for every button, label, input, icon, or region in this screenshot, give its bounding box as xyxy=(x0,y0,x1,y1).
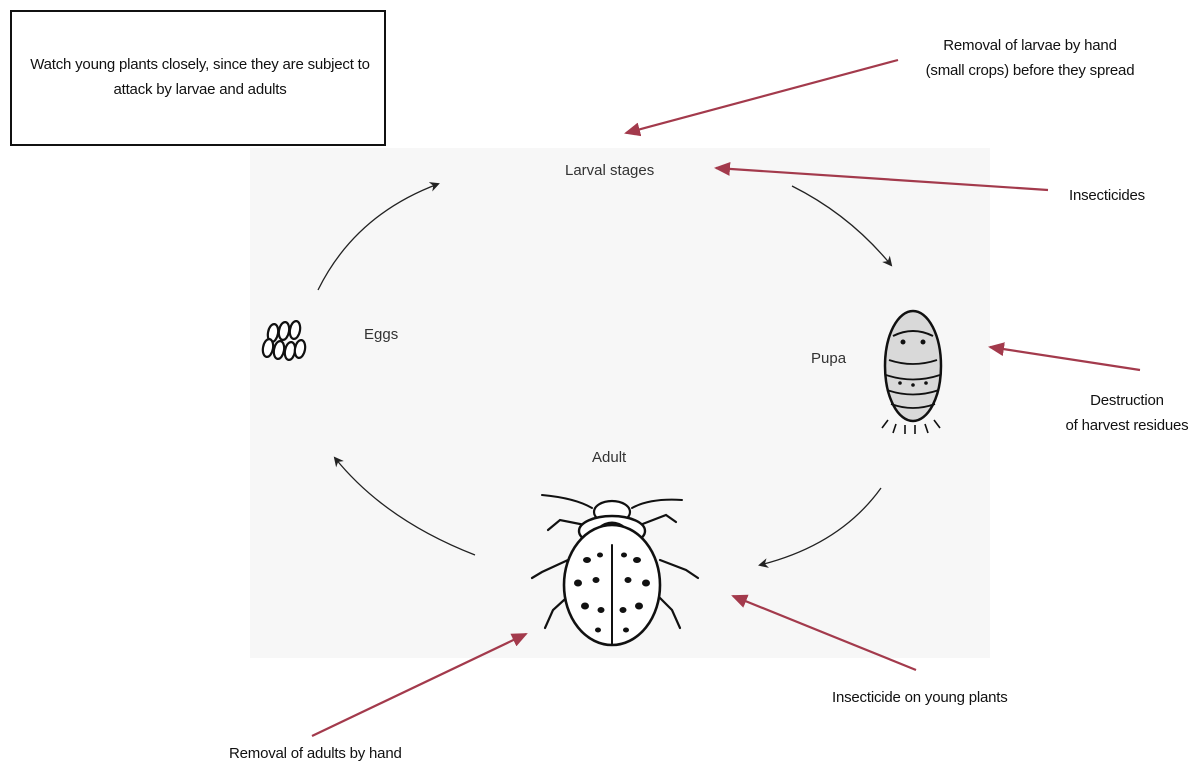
control-arrow-destruction xyxy=(990,347,1140,370)
control-arrow-larvae-by-hand xyxy=(626,60,898,133)
control-arrow-insecticides xyxy=(716,168,1048,190)
pupa-icon xyxy=(882,311,941,434)
cycle-arrow-pupa-to-adult xyxy=(760,488,881,565)
instruction-box: Watch young plants closely, since they a… xyxy=(10,10,386,146)
instruction-text: Watch young plants closely, since they a… xyxy=(30,52,370,102)
eggs-label: Eggs xyxy=(364,325,398,345)
destruction-label: Destruction of harvest residues xyxy=(1062,388,1192,438)
destruction-line-2: of harvest residues xyxy=(1062,413,1192,438)
larval-stages-label: Larval stages xyxy=(565,161,654,181)
adult-label: Adult xyxy=(592,448,626,468)
control-arrow-adults-by-hand xyxy=(312,634,526,736)
ladybird-beetle-icon xyxy=(532,495,698,645)
cycle-arrow-eggs-to-larvae xyxy=(318,184,438,290)
insecticides-label: Insecticides xyxy=(1069,183,1145,208)
destruction-line-1: Destruction xyxy=(1062,388,1192,413)
eggs-icon xyxy=(262,320,307,360)
adults-by-hand-label: Removal of adults by hand xyxy=(229,741,402,766)
control-arrow-young-plants xyxy=(733,596,916,670)
larvae-by-hand-line-1: Removal of larvae by hand xyxy=(900,33,1160,58)
cycle-arrow-adult-to-eggs xyxy=(335,458,475,555)
young-plants-label: Insecticide on young plants xyxy=(832,685,1008,710)
larvae-by-hand-label: Removal of larvae by hand (small crops) … xyxy=(900,33,1160,83)
cycle-arrow-larvae-to-pupa xyxy=(792,186,891,265)
larvae-by-hand-line-2: (small crops) before they spread xyxy=(900,58,1160,83)
pupa-label: Pupa xyxy=(811,349,846,369)
